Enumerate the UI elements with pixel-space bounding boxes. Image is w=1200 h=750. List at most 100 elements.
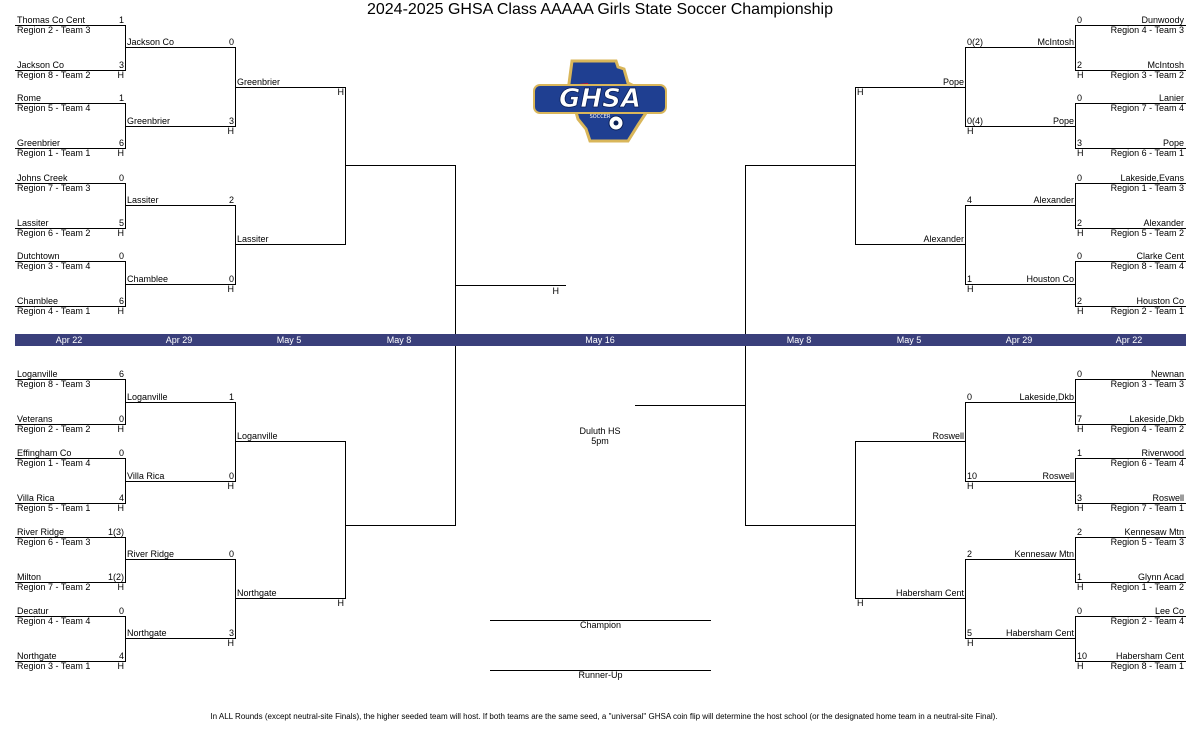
team-name: Dunwoody [1141, 15, 1184, 25]
bracket-line [1075, 616, 1076, 662]
team-name: Decatur [17, 606, 49, 616]
seed-label: Region 6 - Team 2 [17, 228, 91, 238]
team-line [1075, 503, 1186, 504]
date-label: May 5 [276, 335, 302, 345]
score: 2 [1077, 296, 1083, 306]
team-line [125, 47, 236, 48]
seed-label: Region 5 - Team 4 [17, 103, 91, 113]
host-marker: H [1077, 424, 1084, 434]
seed-label: Region 6 - Team 4 [1110, 458, 1184, 468]
host-marker: H [857, 598, 864, 608]
seed-label: Region 1 - Team 2 [1110, 582, 1184, 592]
bracket-line [855, 441, 856, 599]
team-line [15, 261, 126, 262]
team-line [235, 441, 346, 442]
team-line [15, 70, 126, 71]
footer-note: In ALL Rounds (except neutral-site Final… [210, 712, 998, 721]
team-name: River Ridge [127, 549, 175, 559]
page-title: 2024-2025 GHSA Class AAAAA Girls State S… [366, 1, 833, 18]
host-marker: H [117, 148, 125, 158]
team-line [125, 481, 236, 482]
team-line [745, 165, 856, 166]
bracket-line [965, 402, 966, 482]
score: 3 [1077, 493, 1083, 503]
seed-label: Region 4 - Team 1 [17, 306, 91, 316]
seed-label: Region 7 - Team 2 [17, 582, 91, 592]
seed-label: Region 5 - Team 2 [1110, 228, 1184, 238]
team-name: Loganville [237, 431, 278, 441]
team-name: Lanier [1158, 93, 1184, 103]
score: 0 [1077, 251, 1083, 261]
venue-time: 5pm [591, 436, 609, 446]
team-name: Lakeside,Dkb [1129, 414, 1184, 424]
team-line [125, 638, 236, 639]
team-name: Loganville [127, 392, 168, 402]
team-line [235, 244, 346, 245]
host-marker: H [1077, 306, 1084, 316]
team-line [1075, 661, 1186, 662]
champion-label: Champion [579, 620, 622, 630]
team-name: Veterans [17, 414, 53, 424]
team-name: Lee Co [1154, 606, 1184, 616]
team-name: River Ridge [17, 527, 65, 537]
score: 0 [228, 274, 234, 284]
seed-label: Region 2 - Team 2 [17, 424, 91, 434]
team-name: Lassiter [237, 234, 269, 244]
svg-text:SOCCER: SOCCER [590, 114, 611, 120]
team-name: McIntosh [1147, 60, 1184, 70]
host-marker: H [227, 126, 235, 136]
team-line [15, 306, 126, 307]
seed-label: Region 4 - Team 4 [17, 616, 91, 626]
date-label: May 8 [386, 335, 412, 345]
bracket-line [125, 616, 126, 662]
bracket-line [965, 559, 966, 639]
date-label-final: May 16 [585, 335, 615, 345]
venue-site: Duluth HS [579, 426, 621, 436]
host-marker: H [1077, 503, 1084, 513]
seed-label: Region 4 - Team 2 [1110, 424, 1184, 434]
date-label: May 5 [896, 335, 922, 345]
team-name: Alexander [1143, 218, 1184, 228]
host-marker: H [337, 598, 345, 608]
seed-label: Region 7 - Team 1 [1110, 503, 1184, 513]
seed-label: Region 5 - Team 1 [17, 503, 91, 513]
score: 5 [967, 628, 973, 638]
score: 10 [967, 471, 978, 481]
seed-label: Region 4 - Team 3 [1110, 25, 1184, 35]
bracket-line [235, 559, 236, 639]
seed-label: Region 8 - Team 1 [1110, 661, 1184, 671]
score: 0 [118, 173, 124, 183]
final-line [455, 285, 566, 286]
runner-up-label: Runner-Up [578, 670, 623, 680]
team-line [1075, 379, 1186, 380]
team-line [15, 379, 126, 380]
team-name: Chamblee [17, 296, 59, 306]
team-name: Pope [942, 77, 964, 87]
team-line [1075, 616, 1186, 617]
score: 3 [118, 60, 124, 70]
host-marker: H [1077, 228, 1084, 238]
final-line [635, 405, 746, 406]
team-name: Jackson Co [127, 37, 175, 47]
team-name: Roswell [1152, 493, 1184, 503]
team-line [125, 559, 236, 560]
score: 0 [1077, 93, 1083, 103]
seed-label: Region 1 - Team 3 [1110, 183, 1184, 193]
score: 0 [1077, 606, 1083, 616]
bracket-line [1075, 537, 1076, 583]
team-name: Pope [1162, 138, 1184, 148]
team-line [15, 148, 126, 149]
score: 0 [118, 251, 124, 261]
host-marker: H [1077, 661, 1084, 671]
team-line [855, 87, 966, 88]
team-line [965, 47, 1076, 48]
score: 1 [1077, 572, 1083, 582]
score: 0 [228, 471, 234, 481]
seed-label: Region 3 - Team 1 [17, 661, 91, 671]
bracket-line [235, 402, 236, 482]
team-name: Lakeside,Evans [1120, 173, 1184, 183]
bracket-line [855, 87, 856, 245]
team-line [235, 87, 346, 88]
team-name: Johns Creek [17, 173, 68, 183]
seed-label: Region 2 - Team 1 [1110, 306, 1184, 316]
